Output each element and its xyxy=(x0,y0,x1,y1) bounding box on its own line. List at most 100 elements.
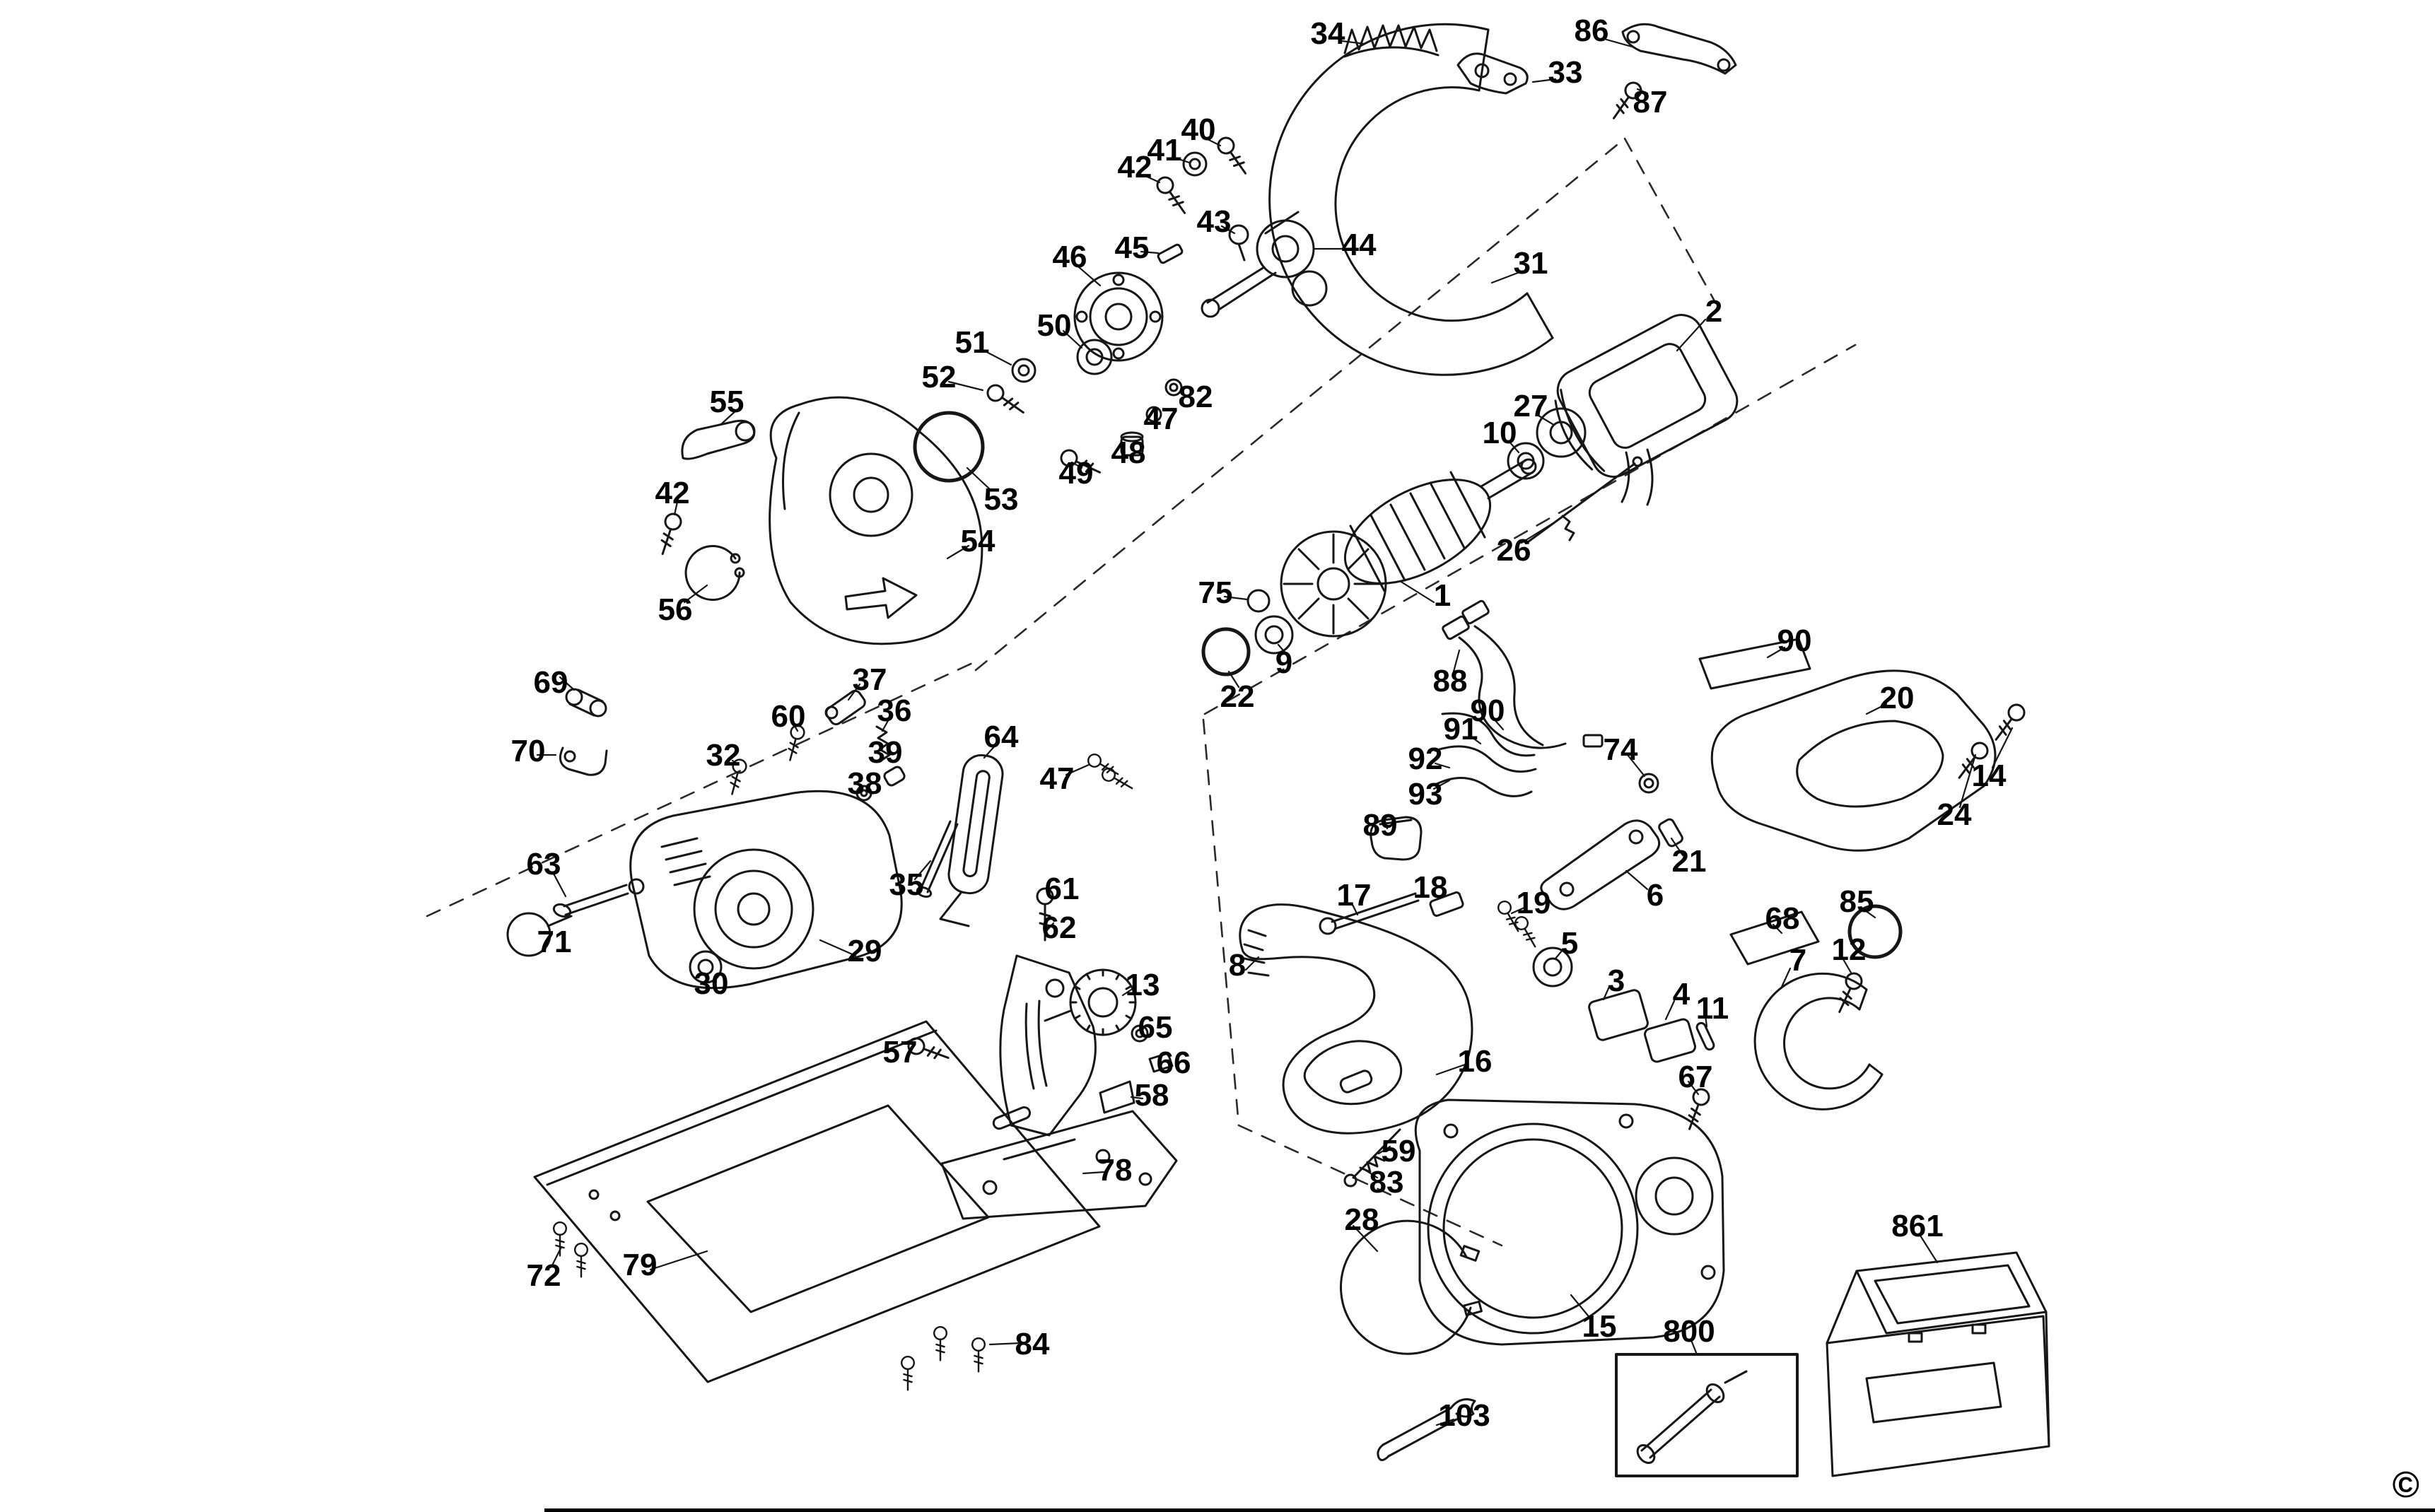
link xyxy=(565,688,607,717)
part-label-15: 15 xyxy=(1582,1309,1617,1344)
spring xyxy=(875,725,891,762)
part-label-54: 54 xyxy=(960,524,995,558)
part-label-66: 66 xyxy=(1156,1045,1191,1080)
part-label-6: 6 xyxy=(1646,878,1664,913)
button-cap xyxy=(883,766,906,787)
part-label-19: 19 xyxy=(1516,886,1551,920)
small-nut xyxy=(1145,406,1162,423)
clip xyxy=(1148,1052,1174,1073)
part-label-32: 32 xyxy=(706,738,741,773)
part-label-46: 46 xyxy=(1052,240,1087,274)
part-label-1: 1 xyxy=(1433,578,1452,613)
assembly-axis-lines xyxy=(426,137,1857,1247)
part-label-57: 57 xyxy=(882,1035,918,1069)
part-label-67: 67 xyxy=(1678,1060,1713,1094)
part-label-26: 26 xyxy=(1496,533,1531,568)
part-label-50: 50 xyxy=(1037,308,1072,343)
part-label-10: 10 xyxy=(1482,416,1517,450)
part-label-36: 36 xyxy=(877,693,912,728)
part-label-49: 49 xyxy=(1058,456,1094,491)
o-ring-large xyxy=(913,411,985,483)
part-label-14: 14 xyxy=(1971,758,2007,793)
guard-flange-ring xyxy=(1753,972,1884,1110)
part-label-12: 12 xyxy=(1831,932,1867,967)
tiny-washer xyxy=(1131,1024,1149,1043)
part-label-44: 44 xyxy=(1341,228,1377,262)
guard-screws xyxy=(1153,134,1254,262)
part-label-41: 41 xyxy=(1147,133,1182,168)
bearing-cap xyxy=(689,950,723,984)
gear-case xyxy=(1414,1098,1725,1346)
guard-ring xyxy=(1340,1219,1483,1355)
spindle-key xyxy=(1157,243,1184,264)
guard-bracket xyxy=(1456,52,1529,95)
part-label-38: 38 xyxy=(847,766,882,801)
part-label-58: 58 xyxy=(1134,1078,1169,1113)
part-label-60: 60 xyxy=(771,699,806,734)
part-label-53: 53 xyxy=(983,482,1019,517)
part-label-800: 800 xyxy=(1663,1314,1715,1349)
part-label-39: 39 xyxy=(868,735,903,770)
part-label-16: 16 xyxy=(1457,1044,1493,1079)
part-label-92: 92 xyxy=(1408,742,1443,776)
part-label-8: 8 xyxy=(1228,948,1246,983)
part-label-86: 86 xyxy=(1574,13,1609,48)
name-plate xyxy=(1698,638,1811,690)
part-label-20: 20 xyxy=(1879,681,1915,715)
blade-flange xyxy=(1073,271,1164,362)
copyright-mark: © xyxy=(2392,1465,2419,1506)
shaft-ring xyxy=(1246,589,1271,613)
armature-bearing xyxy=(1254,615,1294,655)
part-label-13: 13 xyxy=(1125,968,1160,1002)
part-label-88: 88 xyxy=(1432,664,1468,698)
part-label-79: 79 xyxy=(622,1248,658,1282)
part-label-93: 93 xyxy=(1408,777,1443,811)
part-label-59: 59 xyxy=(1381,1134,1416,1168)
part-label-87: 87 xyxy=(1633,85,1668,119)
gasket-pad xyxy=(1729,910,1820,966)
part-label-63: 63 xyxy=(526,847,561,881)
part-label-27: 27 xyxy=(1513,389,1548,423)
part-label-69: 69 xyxy=(533,665,568,700)
part-label-56: 56 xyxy=(658,592,693,627)
small-washer xyxy=(1164,378,1183,397)
long-bolt xyxy=(552,878,645,918)
part-label-9: 9 xyxy=(1275,645,1293,680)
part-label-37: 37 xyxy=(852,662,887,697)
part-label-51: 51 xyxy=(954,325,990,360)
part-label-45: 45 xyxy=(1114,230,1150,265)
wiring-harness xyxy=(1434,599,1604,797)
part-label-18: 18 xyxy=(1413,870,1448,905)
knob-screw xyxy=(1036,887,1054,942)
part-label-35: 35 xyxy=(889,867,924,902)
spindle-assembly xyxy=(1201,219,1315,318)
accessory-box xyxy=(1615,1353,1799,1477)
guard-lever xyxy=(681,419,756,460)
field-leads xyxy=(1621,448,1654,506)
clamp-bolt xyxy=(916,820,959,898)
part-label-103: 103 xyxy=(1438,1398,1490,1433)
serrated-segment xyxy=(1343,24,1440,58)
part-label-861: 861 xyxy=(1891,1209,1944,1243)
part-label-11: 11 xyxy=(1695,991,1729,1026)
part-label-7: 7 xyxy=(1789,943,1807,978)
part-label-4: 4 xyxy=(1672,977,1691,1012)
lock-nut xyxy=(1638,773,1659,794)
lock-lever xyxy=(824,689,866,726)
part-label-3: 3 xyxy=(1607,963,1625,998)
part-label-82: 82 xyxy=(1178,380,1213,414)
cord-clamp xyxy=(1370,816,1423,861)
part-label-84: 84 xyxy=(1015,1327,1050,1361)
part-label-85: 85 xyxy=(1839,884,1874,919)
part-label-43: 43 xyxy=(1196,204,1232,239)
u-bracket xyxy=(559,746,608,776)
bevel-quadrant xyxy=(999,954,1097,1137)
part-label-72: 72 xyxy=(526,1258,561,1293)
end-cap xyxy=(1120,431,1144,457)
part-label-74: 74 xyxy=(1603,732,1638,767)
part-label-22: 22 xyxy=(1220,679,1255,714)
spindle-bearing xyxy=(1532,947,1573,988)
part-label-64: 64 xyxy=(983,720,1019,754)
